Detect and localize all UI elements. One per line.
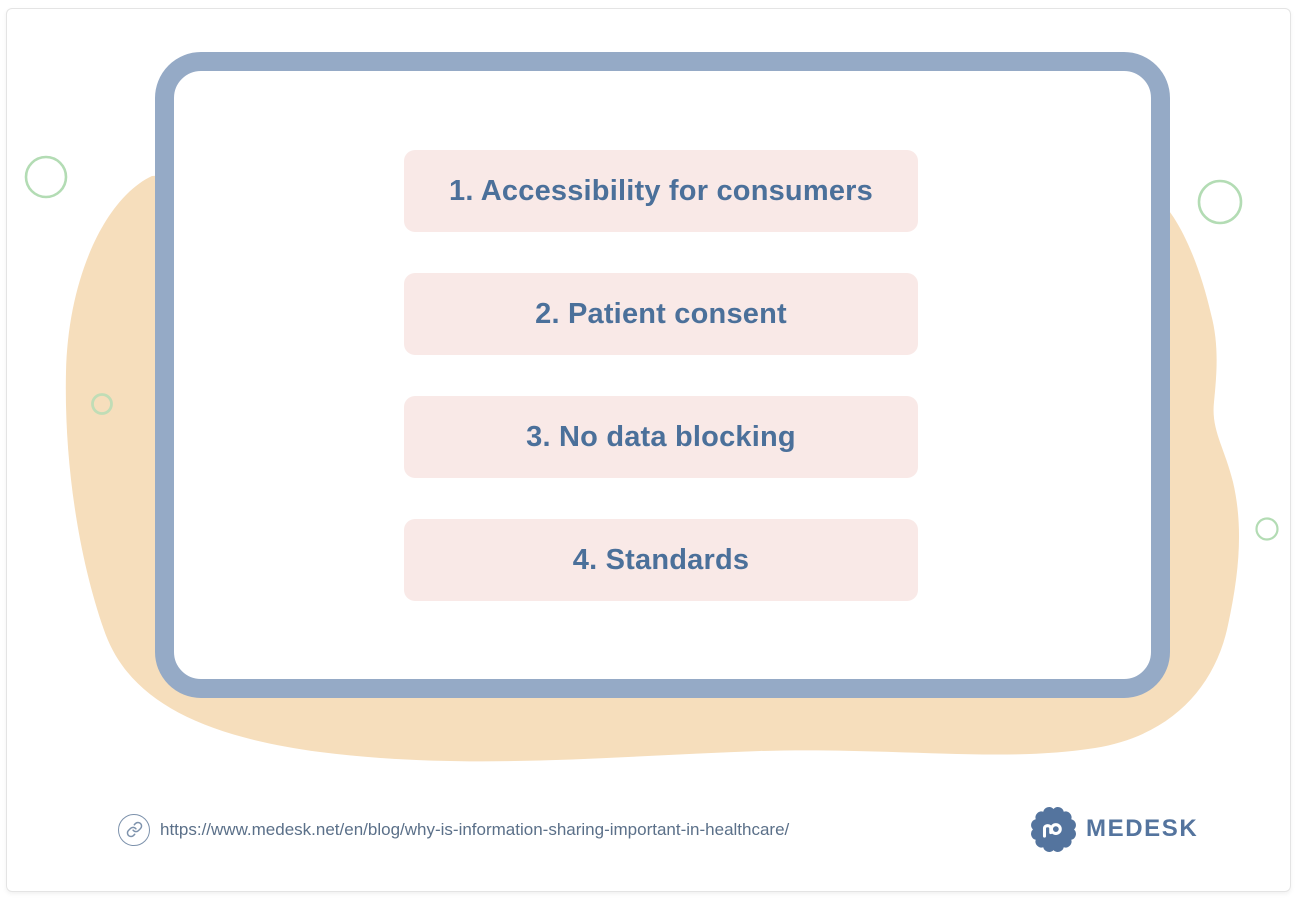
list-item-3: 3. No data blocking — [404, 396, 918, 478]
list-item-1: 1. Accessibility for consumers — [404, 150, 918, 232]
list-item-label: 3. No data blocking — [526, 420, 796, 453]
medesk-logo-text: MEDESK — [1086, 815, 1199, 842]
green-circle-decoration — [24, 155, 68, 199]
green-circle-decoration — [1255, 517, 1279, 541]
green-circle-decoration — [91, 393, 113, 415]
list-item-4: 4. Standards — [404, 519, 918, 601]
link-icon — [118, 813, 150, 846]
list-item-2: 2. Patient consent — [404, 273, 918, 355]
medesk-badge-icon — [1031, 806, 1076, 852]
source-link[interactable]: https://www.medesk.net/en/blog/why-is-in… — [118, 813, 789, 846]
medesk-logo: MEDESK — [1030, 805, 1198, 853]
list-item-label: 4. Standards — [572, 543, 750, 576]
list-item-label: 2. Patient consent — [535, 297, 787, 330]
green-circle-decoration — [1197, 179, 1243, 225]
source-url-text: https://www.medesk.net/en/blog/why-is-in… — [160, 819, 790, 839]
list-item-label: 1. Accessibility for consumers — [449, 174, 873, 207]
tablet-frame — [155, 52, 1170, 698]
